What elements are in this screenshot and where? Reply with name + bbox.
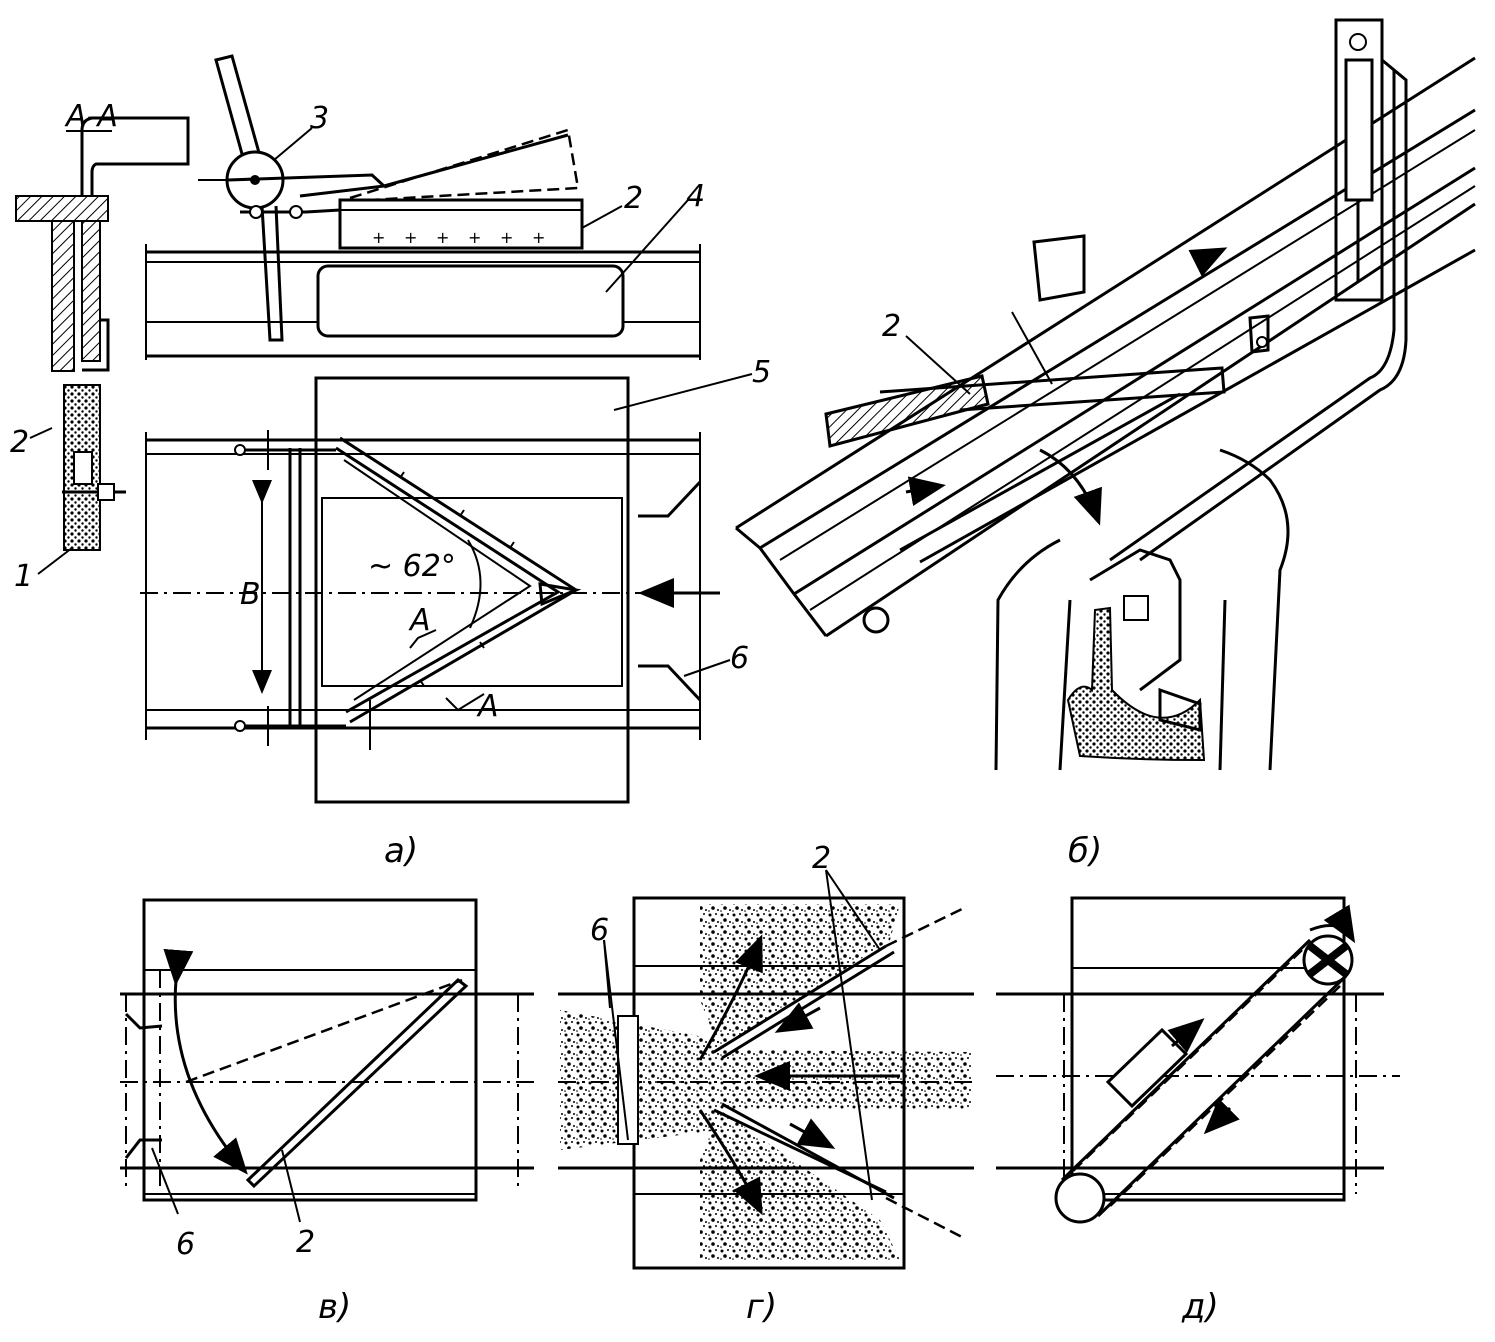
caption-g: г) (746, 1287, 777, 1327)
plough-scraper-perspective (824, 234, 1270, 448)
belt-flow-arrow-2 (1188, 247, 1228, 277)
plough-frame (234, 430, 371, 750)
svg-text:+: + (532, 228, 545, 247)
belt-end-profile (735, 526, 828, 637)
leader-a-a-2 (29, 427, 53, 439)
material-spray-bottom (700, 1110, 900, 1260)
scraper-block (1105, 1027, 1189, 1109)
belt-scraper-view (996, 896, 1400, 1224)
svg-text:+: + (436, 228, 449, 247)
leader-2-side (581, 205, 623, 229)
label-part-6: 6 (730, 641, 749, 676)
section-a-a-view: A-A 2 1 (10, 99, 190, 594)
leader-g-2a (825, 869, 881, 951)
leader-v-6 (151, 1147, 179, 1215)
leader-v-2 (281, 1149, 301, 1223)
svg-text:+: + (404, 228, 417, 247)
leader-4 (605, 199, 689, 293)
leader-g-6b (603, 939, 629, 1141)
section-rod-bent (80, 116, 190, 196)
label-v-part-6: 6 (176, 1227, 195, 1262)
leader-5 (613, 373, 753, 411)
label-g-part-2: 2 (812, 841, 831, 876)
section-bolt-slot (73, 451, 93, 485)
leader-b-2 (905, 335, 971, 395)
side-elevation-view: + + + + + + 3 2 4 (145, 54, 705, 360)
v-scraper-flow-view: 6 2 (558, 841, 974, 1270)
section-marker-bottom: A (476, 689, 499, 724)
rotation-arrow (1309, 904, 1356, 944)
section-flange (15, 195, 109, 222)
pneumatic-cylinder (1109, 18, 1408, 562)
leader-3 (273, 127, 313, 161)
svg-text:+: + (468, 228, 481, 247)
perspective-view: 2 (735, 18, 1476, 771)
caption-d: д) (1181, 1287, 1219, 1327)
angle-arc (467, 539, 482, 629)
scraper-box-side (338, 198, 584, 250)
label-part-5: 5 (752, 355, 771, 390)
label-part-3: 3 (310, 101, 329, 136)
section-cut-top (409, 629, 437, 649)
diagonal-scraper-view: 6 2 (120, 898, 534, 1262)
scraper-alt-position (185, 978, 463, 1084)
section-plate-right (81, 220, 101, 362)
hopper-side (316, 264, 625, 338)
section-nut (97, 483, 115, 501)
section-clamp (82, 318, 110, 372)
swing-arrow (1039, 448, 1102, 526)
v-plough-scraper (335, 436, 582, 724)
caption-a: а) (384, 831, 418, 871)
material-pile-left (560, 1010, 720, 1150)
drive-lever-mechanism (198, 54, 569, 342)
leader-g-2b (825, 869, 873, 1201)
hopper-outline (314, 376, 630, 804)
leader-a-a-1 (37, 547, 73, 575)
belt-top-run (1060, 938, 1312, 1182)
label-v-part-2: 2 (296, 1225, 315, 1260)
guide-bottom (638, 664, 702, 702)
label-a-a-part-2: 2 (10, 425, 29, 460)
svg-text:+: + (500, 228, 513, 247)
belt-flow-arrow-1 (905, 476, 946, 506)
plan-view: B ~ 62° A A 5 6 (140, 355, 771, 804)
hopper-gate (1089, 548, 1202, 732)
scraper-bolt-row: + + + + + + (372, 228, 545, 247)
angle-label: ~ 62° (368, 549, 456, 584)
section-marker-top: A (408, 603, 431, 638)
svg-text:+: + (372, 228, 385, 247)
label-b-part-2: 2 (882, 309, 901, 344)
label-part-4: 4 (686, 179, 705, 214)
roller (862, 606, 890, 634)
width-label: B (240, 577, 261, 612)
leader-6 (683, 659, 731, 677)
label-g-part-6: 6 (590, 913, 609, 948)
material-on-belt (720, 1050, 972, 1110)
section-cut-bottom (445, 693, 485, 712)
caption-b: б) (1068, 831, 1102, 871)
guide-top (638, 480, 702, 518)
label-part-2-side: 2 (624, 181, 643, 216)
material-spray-top (700, 904, 900, 1050)
caption-v: в) (318, 1287, 351, 1327)
idler-pulley (1054, 1172, 1106, 1224)
stop-block (617, 1015, 639, 1145)
section-plate-left (51, 220, 75, 372)
belt-bottom-run (1096, 974, 1348, 1218)
label-a-a-part-1: 1 (14, 559, 33, 594)
scraper-blade-diagonal (245, 978, 469, 1189)
swing-arc (163, 948, 248, 1175)
section-brush (63, 384, 101, 551)
